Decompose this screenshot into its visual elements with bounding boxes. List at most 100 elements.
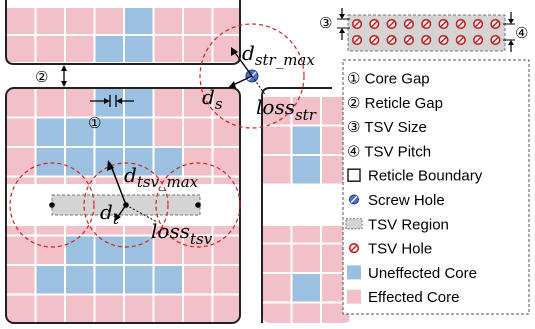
uneffected-core [66,118,94,146]
effected-core [7,148,35,176]
legend-item-tsv-hole: TSV Hole [368,241,432,258]
d-t-arrowhead [114,213,121,221]
tsv-hole-slash [405,20,413,28]
effected-core [292,303,320,323]
uneffected-core [95,118,123,146]
effected-core [213,36,240,62]
d-tsv-max-label: dtsv_max [124,163,199,191]
effected-core-icon [347,289,361,304]
tsv-pitch-arrowhead-top [508,19,514,24]
uneffected-core [36,118,64,146]
uneffected-core [125,118,153,146]
effected-core [184,8,212,34]
effected-core [7,236,35,264]
core-gap-callout: ① [88,115,101,132]
effected-core [184,236,212,264]
effected-core [213,148,240,176]
effected-core [154,118,182,146]
legend-item-effected-core: Effected Core [368,289,459,306]
effected-core [292,97,320,125]
uneffected-core [125,89,153,117]
effected-core [263,274,291,302]
effected-core [154,89,182,117]
tsv-hole-slash [370,20,378,28]
loss-tsv-label: losstsv [151,219,213,248]
effected-core [66,36,94,62]
right-reticle-boundary [261,87,332,323]
tsv-point-left [49,202,55,208]
effected-core [213,236,240,264]
tsv-influence-circle-center [83,162,169,248]
tsv-hole-slash [370,36,378,44]
d-tsv-max-arrowhead [107,160,114,171]
tsv-influence-circle-right [155,162,241,248]
legend-item-reticle-gap: ② Reticle Gap [347,95,443,112]
uneffected-core [125,36,153,62]
tsv-size-arrowhead-top [339,14,345,19]
d-s-label: ds [202,85,223,113]
loss-str-pointer [251,75,267,97]
effected-core [154,295,182,323]
effected-core [263,97,291,125]
tsv-pitch-arrowhead-bottom [508,40,514,45]
top-left-reticle-cores [7,8,240,62]
effected-core [263,156,291,184]
uneffected-core [154,266,182,294]
screw-hole-icon-slash [350,196,358,203]
tsv-hole-slash [474,20,482,28]
core-gap-arrowhead-left [104,98,110,104]
tsv-hole-slash [353,20,361,28]
effected-core [213,266,240,294]
tsv-hole-slash [491,36,499,44]
uneffected-core [95,236,123,264]
effected-core [66,295,94,323]
tsv-hole-slash [457,36,465,44]
tsv-hole-slash [405,36,413,44]
tsv-band-right [263,184,343,226]
tsv-influence-circle-left [9,162,95,248]
tsv-hole-slash [422,36,430,44]
core-gap-arrowhead-right [116,98,122,104]
legend-item-tsv-size: ③ TSV Size [347,119,427,136]
tsv-hole-slash [491,20,499,28]
effected-core [154,36,182,62]
tsv-size-arrowhead-bottom [339,28,345,33]
tsv-hole-slash [439,36,448,44]
loss-tsv-pointer [125,204,158,223]
legend-item-tsv-region: TSV Region [368,216,449,233]
tsv-pitch-callout: ④ [515,25,528,42]
legend-item-uneffected-core: Uneffected Core [368,265,477,282]
uneffected-core [292,274,320,302]
legend-item-reticle-boundary: Reticle Boundary [368,168,483,185]
effected-core [36,8,64,34]
effected-core [154,8,182,34]
loss-str-label: lossstr [256,95,317,124]
effected-core [184,266,212,294]
effected-core [7,295,35,323]
reticle-boundary-icon [347,168,361,182]
d-t-label: dt [100,200,120,228]
effected-core [184,148,212,176]
d-str-max-arrowhead [231,47,238,56]
effected-core [7,8,35,34]
screw-influence-circle [199,23,305,129]
effected-core [7,36,35,62]
tsv-hole-slash [388,36,396,44]
effected-core [95,8,123,34]
effected-core [213,8,240,34]
effected-core [36,295,64,323]
tsv-hole-slash [388,20,396,28]
uneffected-core [292,156,320,184]
tsv-point-right [195,202,201,208]
effected-core [7,266,35,294]
uneffected-core [66,266,94,294]
uneffected-core [66,148,94,176]
uneffected-core [36,148,64,176]
effected-core [66,8,94,34]
effected-core [125,295,153,323]
effected-core [7,118,35,146]
uneffected-core-icon [347,265,361,280]
effected-core [213,118,240,146]
uneffected-core [125,8,153,34]
